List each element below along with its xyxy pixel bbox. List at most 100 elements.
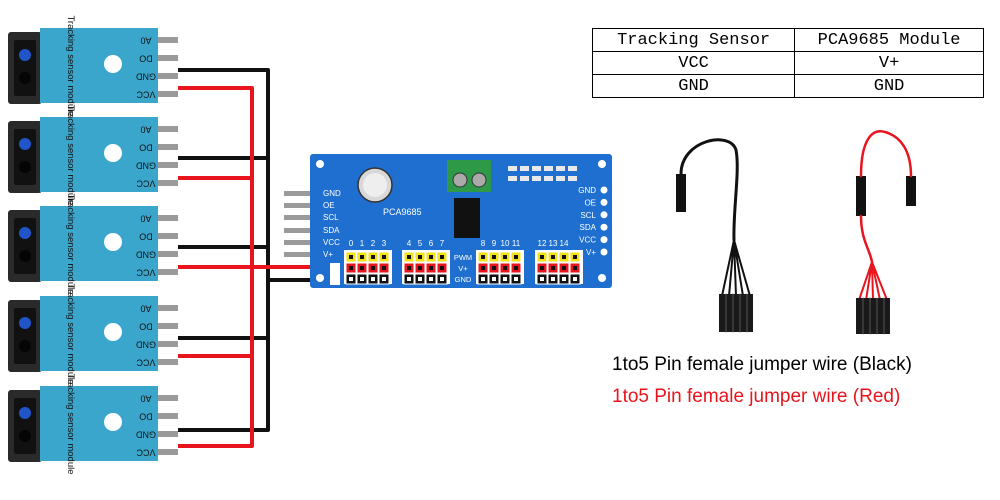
- mounting-hole: [316, 274, 324, 282]
- pca9685-right-pin-label: SDA: [580, 223, 597, 232]
- wiring: [178, 68, 346, 448]
- channel-number: 3: [382, 239, 387, 248]
- sensor-pin: [158, 395, 178, 401]
- sensor-pcb: [40, 28, 158, 103]
- header-pin: [284, 191, 312, 196]
- ir-receiver: [19, 250, 31, 262]
- pin-hole: [407, 255, 411, 259]
- smd-resistor: [568, 166, 577, 171]
- sensor-pin: [158, 180, 178, 186]
- pin-hole: [514, 266, 518, 270]
- sensor-pin: [158, 126, 178, 132]
- pin-hole: [481, 255, 485, 259]
- sensor-probe-head: [14, 308, 36, 364]
- ir-receiver: [19, 161, 31, 173]
- smd-resistor: [508, 176, 517, 181]
- pca9685-right-pad: [600, 223, 608, 231]
- sensor-pin-label: VCC: [136, 90, 156, 100]
- pin-hole: [551, 255, 555, 259]
- pin-hole: [551, 277, 555, 281]
- pin-hole: [371, 266, 375, 270]
- mounting-hole: [104, 323, 122, 341]
- capacitor-top: [363, 173, 387, 197]
- channel-number: 4: [407, 239, 412, 248]
- jumper-plug: [856, 176, 866, 216]
- sensor-pin-label: DO: [139, 322, 153, 332]
- pin-hole: [371, 277, 375, 281]
- mounting-hole: [598, 160, 606, 168]
- sensor-pin: [158, 413, 178, 419]
- smd-resistor: [556, 176, 565, 181]
- sensor-pin: [158, 305, 178, 311]
- black-jumper-wire: [676, 138, 753, 333]
- row-label: V+: [458, 264, 468, 273]
- jumper-cable: [721, 239, 751, 297]
- pin-hole: [371, 255, 375, 259]
- sensor-pin: [158, 269, 178, 275]
- connection-table: Tracking Sensor PCA9685 Module VCC V+ GN…: [591, 28, 984, 98]
- sensor-module-label: Tracking sensor module: [65, 373, 76, 474]
- pin-hole: [514, 277, 518, 281]
- ir-led: [19, 317, 31, 329]
- pca9685-right-pad: [600, 198, 608, 206]
- header-pin: [284, 228, 312, 233]
- pin-hole: [440, 255, 444, 259]
- jumper-cable: [859, 214, 874, 264]
- smd-resistor: [544, 166, 553, 171]
- sensor-pin-label: DO: [139, 54, 153, 64]
- screw: [471, 172, 487, 188]
- pca9685-right-pad: [600, 211, 608, 219]
- pca9685-right-pin-label: VCC: [579, 236, 596, 245]
- pin-hole: [407, 266, 411, 270]
- table-header-row: Tracking Sensor PCA9685 Module: [591, 28, 984, 52]
- sensor-pin: [158, 359, 178, 365]
- sensor-pin: [158, 91, 178, 97]
- sensor-pin: [158, 144, 178, 150]
- mounting-hole: [104, 233, 122, 251]
- sensor-pin: [158, 341, 178, 347]
- pin-hole: [503, 277, 507, 281]
- smd-resistor: [544, 176, 553, 181]
- pin-hole: [382, 266, 386, 270]
- pin-hole: [540, 277, 544, 281]
- pin-hole: [573, 266, 577, 270]
- channel-number: 1: [360, 239, 365, 248]
- channel-number: 12: [538, 239, 547, 248]
- smd-resistor: [508, 166, 517, 171]
- pin-hole: [573, 255, 577, 259]
- sensor-pcb: [40, 117, 158, 192]
- sensor-module-label: Tracking sensor module: [65, 15, 76, 116]
- pin-hole: [418, 266, 422, 270]
- pin-hole: [514, 255, 518, 259]
- pin-hole: [382, 255, 386, 259]
- channel-number: 11: [512, 239, 521, 248]
- pin-hole: [492, 255, 496, 259]
- smd-resistor: [520, 176, 529, 181]
- sensor-pin-label: A0: [140, 36, 151, 46]
- channel-number: 8: [481, 239, 486, 248]
- sensor-pcb: [40, 206, 158, 281]
- channel-number: 13: [549, 239, 558, 248]
- sensor-pcb: [40, 296, 158, 371]
- pin-hole: [349, 277, 353, 281]
- mounting-hole: [104, 55, 122, 73]
- pca9685-left-pin-label: V+: [323, 250, 333, 259]
- sensor-pin-label: VCC: [136, 179, 156, 189]
- table-row: GND GND: [591, 74, 984, 98]
- pin-hole: [551, 266, 555, 270]
- pin-hole: [503, 266, 507, 270]
- header-pin: [284, 215, 312, 220]
- sensor-probe-head: [14, 218, 36, 274]
- caption-black-jumper: 1to5 Pin female jumper wire (Black): [612, 354, 912, 375]
- pwm-header-block: [402, 250, 450, 285]
- pca9685-chip: [454, 198, 480, 238]
- jumper-plug: [906, 176, 916, 206]
- ir-led: [19, 49, 31, 61]
- smd-resistor: [532, 176, 541, 181]
- mounting-hole: [598, 274, 606, 282]
- sensor-pin-label: A0: [140, 394, 151, 404]
- ir-led: [19, 138, 31, 150]
